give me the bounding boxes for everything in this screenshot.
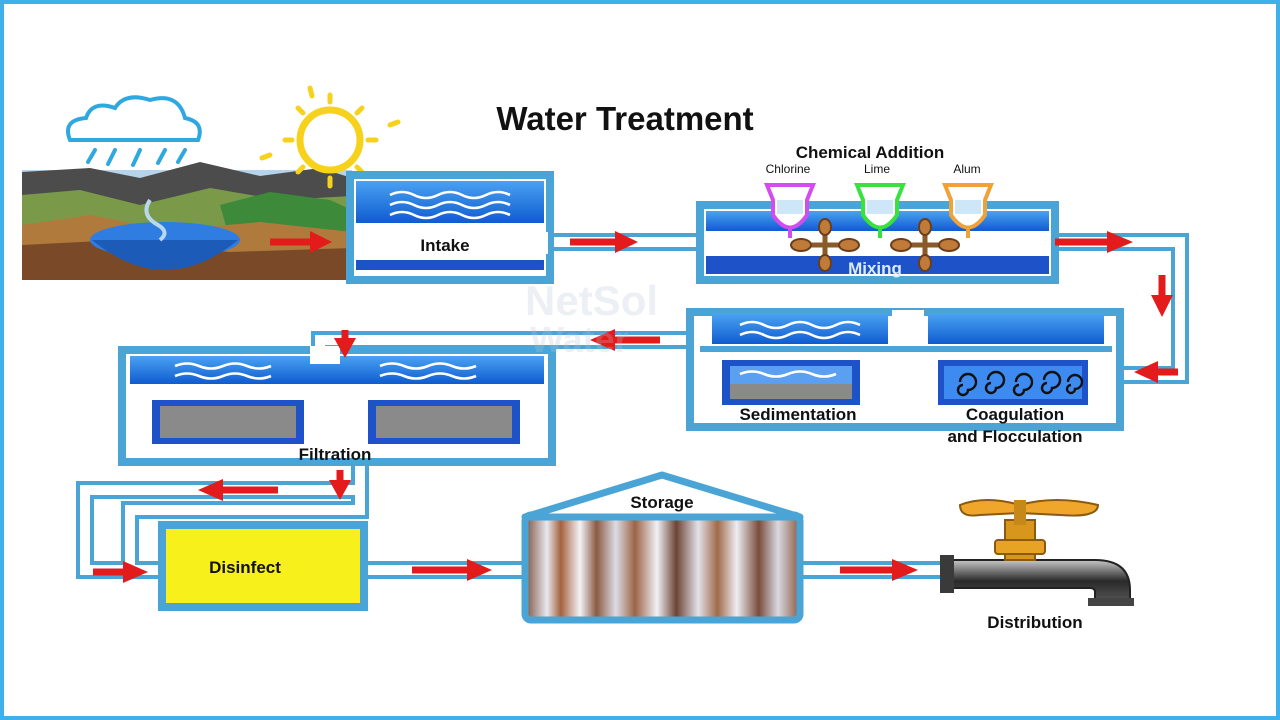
intake-label: Intake bbox=[420, 236, 469, 255]
rain-icon bbox=[86, 148, 187, 167]
flow-arrow bbox=[198, 479, 278, 501]
chemical-label-lime: Lime bbox=[864, 162, 890, 176]
flow-arrow bbox=[1055, 231, 1133, 253]
sedimentation-label: Sedimentation bbox=[739, 405, 856, 424]
filtration-label: Filtration bbox=[299, 445, 372, 464]
storage-tank bbox=[521, 471, 804, 624]
coagulation-basin bbox=[938, 360, 1088, 405]
flow-arrow bbox=[570, 231, 638, 253]
floc-swirl-icon bbox=[956, 370, 1084, 397]
watermark-line1: NetSol bbox=[525, 277, 658, 324]
storage-label: Storage bbox=[630, 493, 693, 512]
flow-arrow bbox=[412, 559, 492, 581]
chemical-addition-heading: Chemical Addition bbox=[796, 143, 945, 162]
coagulation-label: Coagulation bbox=[966, 405, 1064, 424]
chemical-tube-alum bbox=[942, 183, 994, 238]
watermark: NetSol Water bbox=[525, 277, 658, 360]
sedimentation-coagulation-tank bbox=[686, 308, 1124, 431]
watermark-line2: Water bbox=[530, 319, 629, 360]
flow-arrow bbox=[840, 559, 918, 581]
chemical-addition-group: Chlorine Lime Alum bbox=[764, 162, 994, 238]
chemical-label-chlorine: Chlorine bbox=[766, 162, 811, 176]
sedimentation-basin bbox=[722, 360, 860, 405]
filtration-tank bbox=[118, 346, 556, 466]
landscape-scene bbox=[22, 162, 352, 280]
flow-arrow bbox=[270, 231, 332, 253]
flow-arrow bbox=[334, 330, 356, 358]
disinfect-label: Disinfect bbox=[209, 558, 281, 577]
mixing-label: Mixing bbox=[848, 259, 902, 278]
distribution-label: Distribution bbox=[987, 613, 1082, 632]
mixer-icon bbox=[790, 218, 960, 272]
chemical-label-alum: Alum bbox=[953, 162, 980, 176]
intake-tank bbox=[346, 171, 554, 284]
flow-arrow bbox=[1151, 275, 1173, 317]
flow-arrow bbox=[590, 329, 660, 351]
flocculation-label: and Flocculation bbox=[947, 427, 1082, 446]
chemical-tube-chlorine bbox=[764, 183, 816, 238]
faucet-icon bbox=[940, 499, 1134, 606]
diagram-title: Water Treatment bbox=[496, 100, 753, 137]
disinfect-tank bbox=[158, 521, 368, 611]
cloud-icon bbox=[66, 95, 202, 142]
flow-arrow bbox=[329, 470, 351, 500]
flow-arrow bbox=[93, 561, 148, 583]
chemical-tube-lime bbox=[854, 183, 906, 238]
flow-arrows bbox=[93, 231, 1178, 583]
flow-arrow bbox=[1134, 361, 1178, 383]
